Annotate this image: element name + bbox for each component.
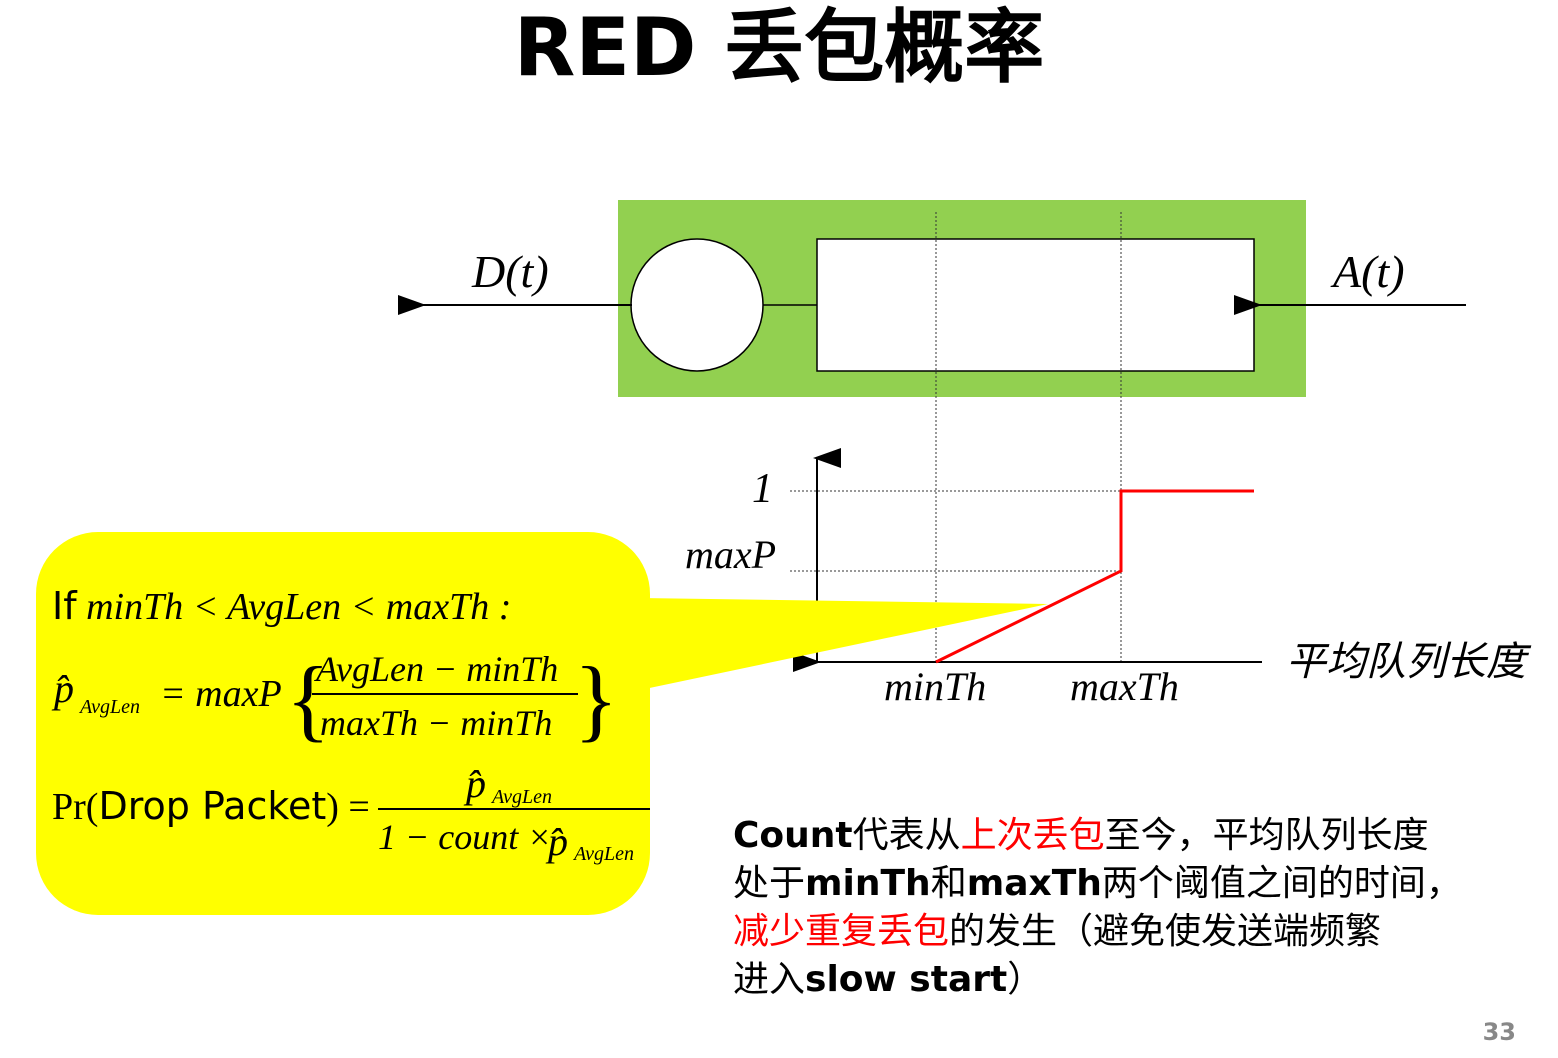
formula-if-line: If minTh < AvgLen < maxTh :: [52, 584, 511, 629]
fraction-bar: [312, 693, 578, 695]
formula-callout: [36, 532, 650, 915]
left-brace: {: [286, 648, 331, 750]
desc-line-1: Count代表从上次丢包至今，平均队列长度: [733, 815, 1429, 856]
num-p-sub: AvgLen: [492, 786, 552, 808]
pr-prefix: Pr(Drop Packet) =: [52, 784, 370, 828]
p-hat: p̂: [54, 666, 74, 711]
page-number: 33: [1482, 1018, 1516, 1046]
den-p-sub: AvgLen: [574, 843, 634, 865]
server-circle: [630, 238, 764, 372]
num-p-hat: p̂: [466, 761, 486, 806]
x-tick-minth: minTh: [884, 664, 986, 709]
eq-maxp: = maxP: [160, 673, 282, 715]
drop-probability-curve: [935, 489, 1254, 664]
den-prefix: 1 − count ×: [378, 817, 552, 857]
queue-buffer: [816, 238, 1255, 372]
callout-pointer: [640, 598, 1048, 690]
denominator: maxTh − minTh: [320, 703, 553, 743]
den-p-hat: p̂: [548, 819, 568, 864]
right-brace: }: [574, 648, 619, 750]
desc-line-3: 减少重复丢包的发生（避免使发送端频繁: [733, 911, 1382, 952]
p-hat-sub: AvgLen: [80, 696, 140, 718]
arrival-label: A(t): [1330, 246, 1405, 297]
y-tick-1: 1: [752, 466, 773, 512]
departure-label: D(t): [471, 246, 549, 297]
pr-fraction-bar: [378, 808, 650, 810]
y-tick-maxp: maxP: [685, 532, 776, 577]
desc-line-4: 进入slow start）: [733, 959, 1044, 1000]
x-axis-label: 平均队列长度: [1286, 639, 1532, 685]
slide-title: RED 丢包概率: [513, 1, 1045, 94]
condition: minTh < AvgLen < maxTh :: [86, 586, 512, 628]
numerator: AvgLen − minTh: [316, 649, 559, 689]
count-description: Count代表从上次丢包至今，平均队列长度 处于minTh和maxTh两个阈值之…: [733, 812, 1513, 1004]
desc-line-2: 处于minTh和maxTh两个阈值之间的时间，: [733, 863, 1462, 904]
if-keyword: If: [52, 584, 77, 628]
drop-packet: Drop Packet: [98, 784, 327, 828]
x-tick-maxth: maxTh: [1070, 664, 1179, 709]
